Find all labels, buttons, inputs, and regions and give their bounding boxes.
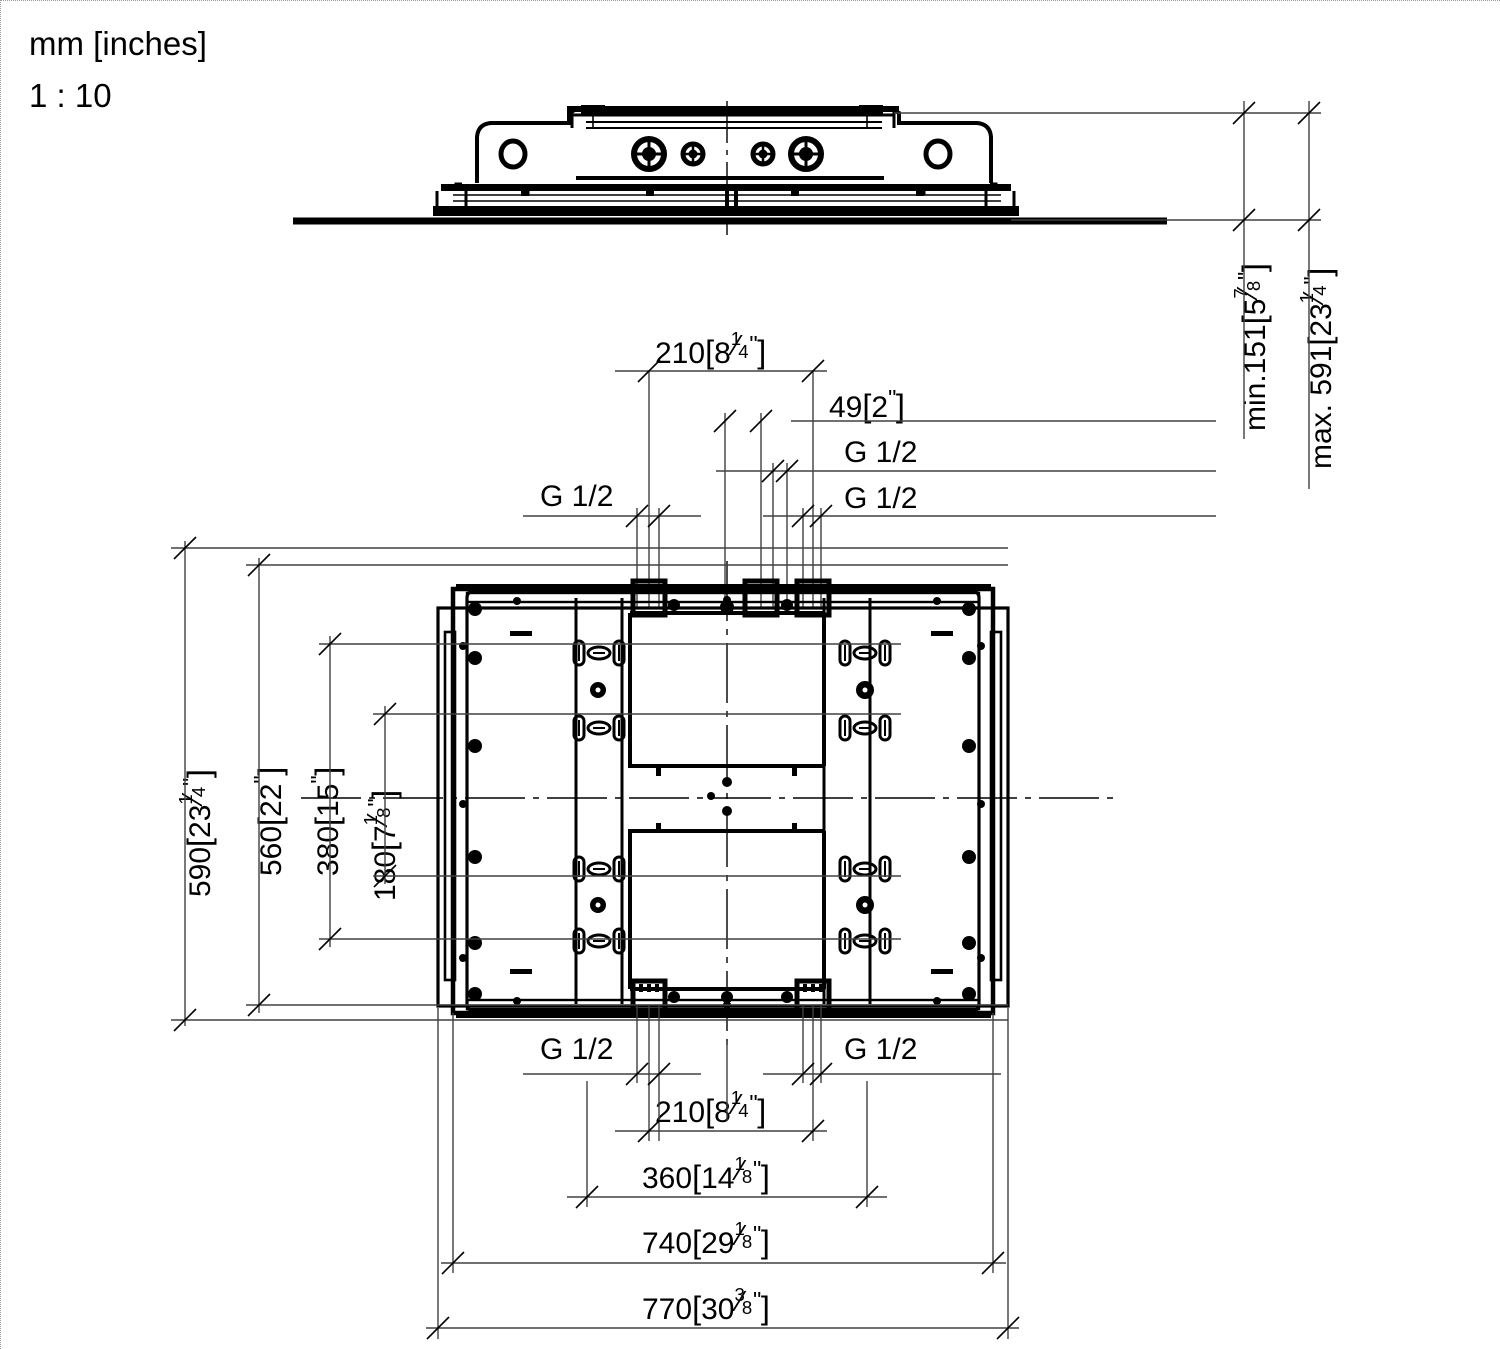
holepair-bl [572,855,626,883]
boss-left-top [590,682,606,698]
thread-bottom-right: G 1/2 [844,1033,918,1066]
holepair-bbl [572,927,626,955]
holepair-mr [838,714,892,742]
side-screw-2 [681,142,705,166]
dim-top-49: 49[2"] [829,385,905,424]
bottom-dimension-group [426,1006,1019,1339]
boss-left-bottom [590,897,606,913]
boss-right-bottom [856,896,874,914]
side-screw-4 [789,137,823,171]
thread-top-left: G 1/2 [540,480,614,513]
side-hole-right [923,138,953,170]
height-dimension-group [894,101,1321,489]
side-screw-3 [751,142,775,166]
thread-bottom-left: G 1/2 [540,1033,614,1066]
holepair-br [838,855,892,883]
thread-top-mid-upper: G 1/2 [844,436,918,469]
units-note: mm [inches] [29,25,207,62]
side-screw-1 [632,137,666,171]
side-elevation-view [293,101,1167,235]
scale-note: 1 : 10 [29,77,112,114]
side-hole-left [498,138,528,170]
plan-view [301,561,1116,1051]
boss-right-top [856,681,874,699]
left-dimension-group [171,541,1008,1026]
holepair-bbr [838,927,892,955]
holepair-ml [572,714,626,742]
top-dimension-group [523,370,1216,609]
thread-top-mid-lower: G 1/2 [844,482,918,515]
